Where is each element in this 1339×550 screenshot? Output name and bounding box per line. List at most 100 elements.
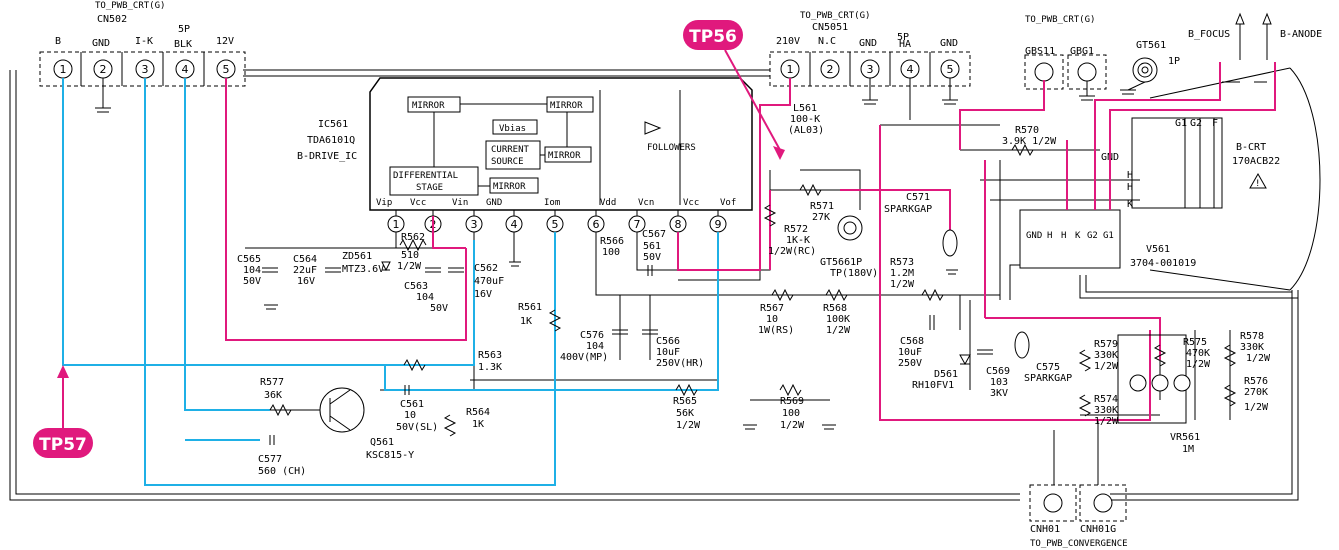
gbg1-label: GBG1	[1070, 46, 1094, 57]
ground-icon	[264, 304, 278, 310]
r576-rating: 1/2W	[1244, 402, 1269, 413]
crt-name: B-CRT	[1236, 142, 1266, 153]
r565-value: 56K	[676, 408, 694, 419]
ic-pin-3: 3	[471, 218, 478, 231]
r563-value: 1.3K	[478, 362, 502, 373]
c576-value: 104	[586, 341, 604, 352]
crt-g2: G2	[1190, 118, 1202, 129]
l561-ref: L561	[793, 103, 817, 114]
ic-pinname-8: Vcc	[683, 198, 699, 208]
resistor-icon	[799, 183, 822, 197]
r567-ref: R567	[760, 303, 784, 314]
r563-ref: R563	[478, 350, 502, 361]
ic-pin-8: 8	[675, 218, 682, 231]
c568-value: 10uF	[898, 347, 922, 358]
resistor-icon	[1223, 344, 1237, 367]
cn502-name: CN502	[97, 14, 127, 25]
r569-rating: 1/2W	[780, 420, 805, 431]
c561-value: 10	[404, 410, 416, 421]
resistor-icon	[269, 403, 292, 417]
cn502-pin3: 3	[142, 63, 149, 76]
v561-part: 3704-001019	[1130, 258, 1196, 269]
capacitor-icon	[269, 435, 275, 445]
ic-pin-5: 5	[552, 218, 559, 231]
ground-icon	[946, 269, 958, 275]
ic-name: IC561	[318, 119, 348, 130]
component-symbols	[262, 143, 1237, 445]
r561-value: 1K	[520, 316, 532, 327]
r577-ref: R577	[260, 377, 284, 388]
c567-rating: 50V	[643, 252, 661, 263]
ic-pinname-1: Vip	[376, 198, 392, 208]
cn5051-pin2: 2	[827, 63, 834, 76]
r576-value: 270K	[1244, 387, 1268, 398]
crt-h: H	[1127, 170, 1133, 181]
ic-block-diff2: STAGE	[416, 183, 443, 193]
d561-ref: D561	[934, 369, 958, 380]
l561-value: 100-K	[790, 114, 820, 125]
r573-rating: 1/2W	[890, 279, 915, 290]
ic-block-mirror1: MIRROR	[412, 101, 445, 111]
r566-ref: R566	[600, 236, 624, 247]
crt-model: 170ACB22	[1232, 156, 1280, 167]
resistor-icon	[399, 238, 427, 252]
c563-value: 104	[416, 292, 434, 303]
r573-ref: R573	[890, 257, 914, 268]
anode-arrow-icon	[1235, 12, 1272, 60]
diode-icon	[381, 261, 391, 272]
c565-ref: C565	[237, 254, 261, 265]
cn502-pin4: 4	[182, 63, 189, 76]
crt-conn-header: TO_PWB_CRT(G)	[1025, 15, 1095, 25]
warning-icon: !	[1249, 172, 1267, 189]
q561-ref: Q561	[370, 437, 394, 448]
crt-gun	[1131, 117, 1223, 209]
crt-screen-curve	[1289, 67, 1321, 291]
ic-block-mirror3: MIRROR	[548, 151, 581, 161]
c562-rating: 16V	[474, 289, 492, 300]
resistor-icon	[921, 288, 944, 302]
cn5051-pin3: 3	[867, 63, 874, 76]
r565-rating: 1/2W	[676, 420, 701, 431]
cnh01-label: CNH01	[1030, 524, 1060, 535]
socket-v561: GND H H K G2 G1 V561 3704-001019	[1019, 209, 1196, 269]
zd561-ref: ZD561	[342, 251, 372, 262]
convergence-footer: TO_PWB_CONVERGENCE	[1030, 539, 1128, 549]
r570-ref: R570	[1015, 125, 1039, 136]
crt-connectors: TO_PWB_CRT(G) GBS11 GBG1 GT561 1P	[1024, 15, 1180, 101]
r570-value: 3.9K 1/2W	[1002, 136, 1057, 147]
ic-block-followers: FOLLOWERS	[647, 143, 696, 153]
c567-value: 561	[643, 241, 661, 252]
zd561-part: MTZ3.6V	[342, 264, 384, 275]
cn502-pin5: 5	[223, 63, 230, 76]
cn5051-pin4: 4	[907, 63, 914, 76]
c569-rating: 3KV	[990, 388, 1008, 399]
r579-value: 330K	[1094, 350, 1118, 361]
resistor-icon	[763, 204, 777, 227]
ground-icon	[509, 261, 521, 267]
c566-ref: C566	[656, 336, 680, 347]
cn502-pin2-label: GND	[92, 38, 110, 49]
r569-value: 100	[782, 408, 800, 419]
c576-rating: 400V(MP)	[560, 352, 608, 363]
c568-ref: C568	[900, 336, 924, 347]
transistor-icon	[319, 387, 365, 433]
capacitor-icon	[448, 267, 464, 273]
socket-pin-g1: G1	[1103, 231, 1114, 241]
svg-text:!: !	[1255, 179, 1260, 189]
cn502-pin1-label: B	[55, 36, 61, 47]
connector-cn502: TO_PWB_CRT(G) CN502 5P B GND I-K BLK 12V…	[39, 1, 246, 113]
ic-block-source: SOURCE	[491, 157, 524, 167]
tp57-label: TP57	[39, 435, 87, 455]
tp56-callout: TP56	[683, 20, 785, 160]
r574-value: 330K	[1094, 405, 1118, 416]
cn502-pin5-label: 12V	[216, 36, 234, 47]
cn5051-pin3-label: GND	[859, 38, 877, 49]
resistor-icon	[1223, 384, 1237, 407]
b-anode-label: B-ANODE	[1280, 29, 1322, 40]
cn5051-pin4-label: HA	[899, 39, 911, 50]
r573-value: 1.2M	[890, 268, 914, 279]
cn5051-pins-label: 5P	[897, 32, 909, 43]
r564-ref: R564	[466, 407, 490, 418]
capacitor-icon	[262, 267, 278, 273]
c571-ref: C571	[906, 192, 930, 203]
